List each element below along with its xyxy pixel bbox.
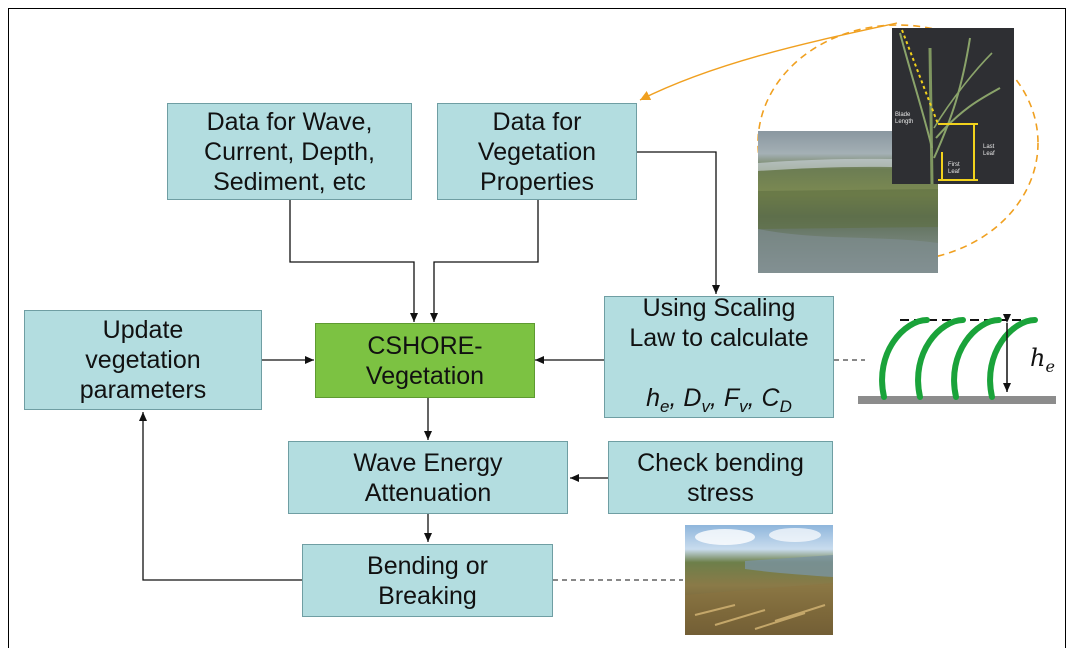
- scaling-line-2: Law to calculate: [629, 323, 809, 352]
- symbol-c: C: [761, 383, 780, 412]
- node-scaling-law: Using Scaling Law to calculate he, Dv, F…: [604, 293, 834, 418]
- node-update-vegetation-parameters: Update vegetation parameters: [24, 310, 262, 410]
- figure-frame: [8, 8, 1066, 648]
- symbol-d: D: [683, 383, 702, 412]
- broken-vegetation-texture: [685, 528, 833, 635]
- he-symbol: h: [1030, 344, 1046, 372]
- deflected-height-label: he: [1030, 344, 1055, 376]
- symbol-d-sub: v: [701, 396, 710, 416]
- scaling-line-1: Using Scaling: [642, 293, 796, 322]
- symbol-f: F: [723, 383, 740, 412]
- first-leaf-label: First Leaf: [948, 162, 960, 175]
- node-data-vegetation-properties: Data for Vegetation Properties: [437, 103, 637, 200]
- last-leaf-label: Last Leaf: [983, 144, 995, 157]
- node-data-wave-current-depth-sediment: Data for Wave, Current, Depth, Sediment,…: [167, 103, 412, 200]
- node-bending-or-breaking: Bending or Breaking: [302, 544, 553, 617]
- broken-vegetation-photo: [685, 525, 833, 635]
- symbol-h-sub: e: [660, 396, 670, 416]
- arrow-vegetation-to-cshore: [430, 200, 539, 322]
- bent-vegetation-schematic: [858, 314, 1056, 404]
- symbol-f-sub: v: [739, 396, 748, 416]
- blade-length-label: Blade Length: [895, 112, 914, 125]
- arrow-vegetation-to-scaling: [637, 151, 720, 294]
- node-wave-energy-attenuation: Wave Energy Attenuation: [288, 441, 568, 514]
- plant-stem-4: [987, 317, 1038, 400]
- arrow-wave-to-cshore: [289, 200, 418, 322]
- plant-stem-1: [879, 317, 930, 400]
- arrow-bending-to-update: [139, 412, 302, 581]
- photo-callout-ellipse: [757, 24, 1039, 262]
- ground-line: [858, 396, 1056, 404]
- node-check-bending-stress: Check bending stress: [608, 441, 833, 514]
- blade-diagram: [899, 29, 1001, 184]
- photo-callout-arrow: [639, 22, 898, 101]
- plant-stem-3: [951, 317, 1002, 400]
- node-cshore-vegetation: CSHORE- Vegetation: [315, 323, 535, 398]
- he-symbol-sub: e: [1045, 356, 1055, 376]
- blade-inset-photo: [892, 28, 1014, 184]
- plant-stem-2: [915, 317, 966, 400]
- scaling-symbols: he, Dv, Fv, CD: [646, 383, 792, 416]
- marsh-texture: [758, 158, 938, 273]
- symbol-h: h: [646, 383, 661, 412]
- symbol-c-sub: D: [779, 396, 792, 416]
